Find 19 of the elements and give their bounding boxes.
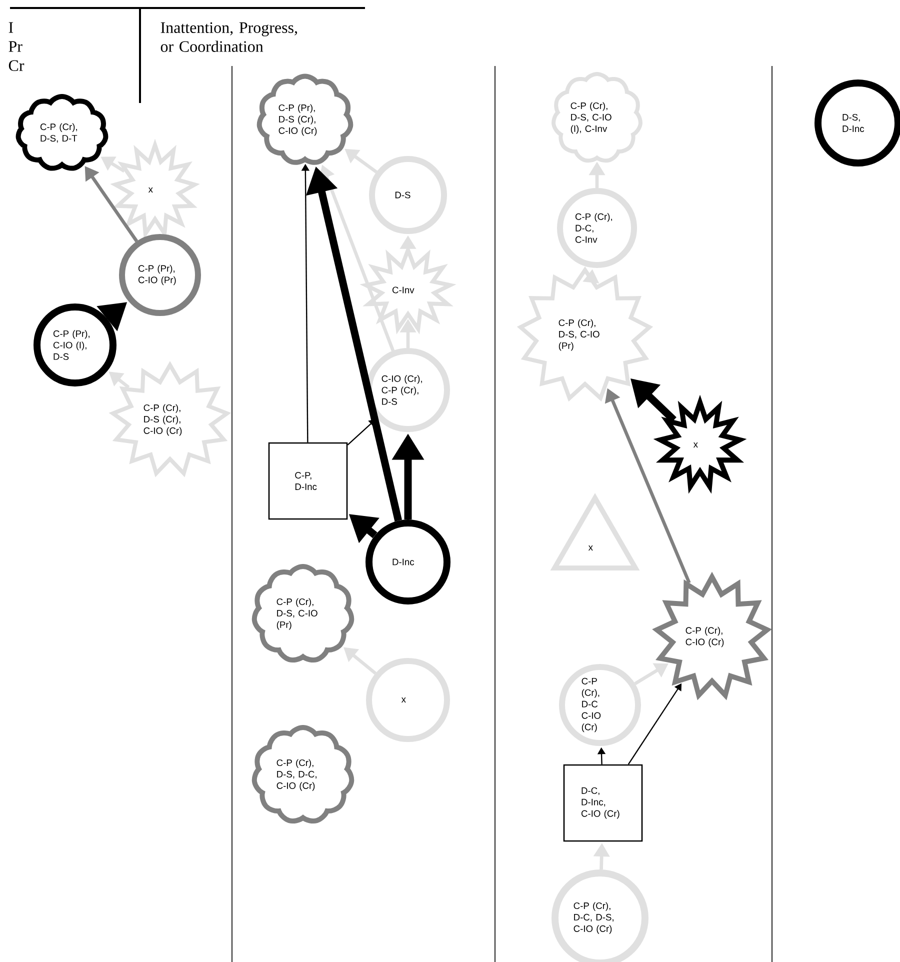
circle-node: C-IO (Cr), C-P (Cr), D-S (366, 348, 450, 432)
header-text: Cr (8, 60, 24, 71)
circle-node: C-P (Cr), D-C C-IO (Cr) (559, 664, 641, 746)
circle-node: C-P (Pr), C-IO (I), D-S (34, 304, 116, 386)
header-text: Inattention, Progress, or Coordination (160, 22, 298, 52)
cloud-node: C-P (Cr), D-S, D-C, C-IO (Cr) (252, 725, 354, 824)
header-text: Pr (8, 41, 22, 52)
cloud-node: C-P (Cr), D-S, C-IO (Pr) (252, 564, 354, 663)
circle-node: D-S (369, 156, 447, 234)
circle-node: C-P (Cr), D-C, C-Inv (557, 188, 637, 268)
cloud-node: C-P (Pr), D-S (Cr), C-IO (Cr) (256, 74, 354, 165)
cloud-node: C-P (Cr), D-S, D-T (16, 94, 108, 171)
cloud-node: C-P (Cr), D-S, C-IO (I), C-Inv (552, 72, 642, 163)
process-box: C-P, D-Inc (268, 442, 348, 520)
process-box: D-C, D-Inc, C-IO (Cr) (563, 764, 643, 842)
circle-node: x (366, 658, 450, 742)
header-text: I (8, 22, 14, 33)
circle-node: C-P (Pr), C-IO (Pr) (119, 234, 201, 316)
circle-node: D-Inc (366, 520, 450, 604)
